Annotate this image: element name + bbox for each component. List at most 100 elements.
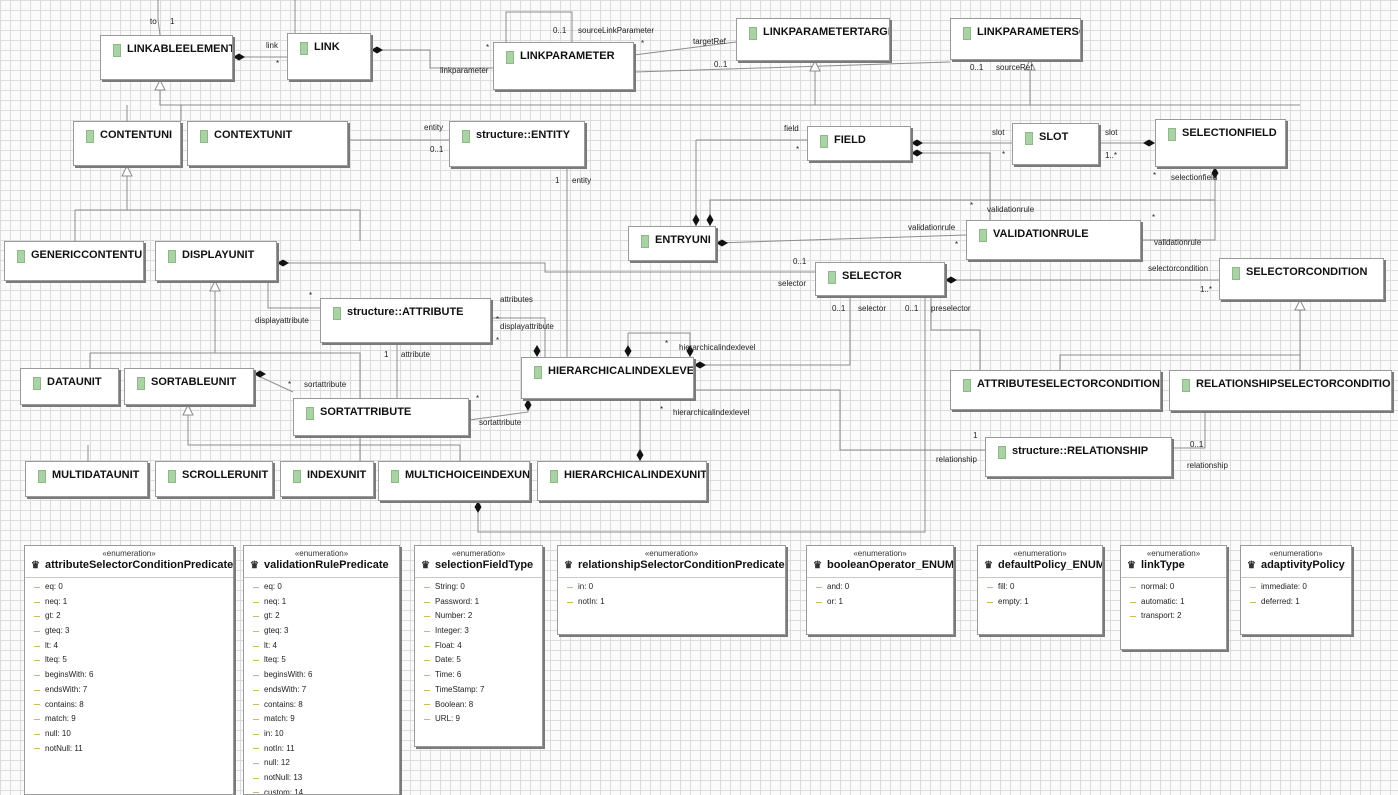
literal-marker — [253, 674, 259, 676]
association-line — [505, 11, 573, 42]
enum-literal: notNull: 13 — [253, 771, 399, 786]
literal-marker — [987, 601, 993, 603]
enum-divider — [1241, 577, 1351, 578]
class-slot[interactable]: SLOT — [1012, 123, 1099, 165]
composition-diamond — [233, 53, 245, 61]
class-icon — [137, 377, 145, 390]
enum-name: booleanOperator_ENUM — [826, 559, 954, 571]
enum-literal-text: neq: 1 — [264, 596, 287, 606]
enum-literal: TimeStamp: 7 — [424, 683, 542, 698]
class-hierarchicalindexlevel[interactable]: HIERARCHICALINDEXLEVEI — [521, 357, 694, 399]
class-indexunit[interactable]: INDEXUNIT — [280, 461, 374, 497]
class-field[interactable]: FIELD — [807, 126, 911, 161]
class-displayunit[interactable]: DISPLAYUNIT — [155, 241, 277, 281]
enum-divider — [558, 577, 785, 578]
class-multichoiceindexunit[interactable]: MULTICHOICEINDEXUNI — [378, 461, 530, 501]
literal-marker — [567, 586, 573, 588]
class-linkparametertarget[interactable]: LINKPARAMETERTARGE — [736, 18, 890, 61]
association-label: sourceRef — [996, 63, 1033, 72]
enum-literal-text: beginsWith: 6 — [264, 670, 313, 680]
class-entity[interactable]: structure::ENTITY — [449, 121, 585, 167]
class-selector[interactable]: SELECTOR — [815, 262, 945, 296]
class-attributeselectorcondition[interactable]: ATTRIBUTESELECTORCONDITION — [950, 370, 1161, 410]
class-name: FIELD — [834, 134, 866, 146]
enum-literal: match: 9 — [253, 712, 399, 727]
association-line — [277, 262, 815, 273]
association-line — [267, 281, 320, 309]
enum-literal: eq: 0 — [253, 580, 399, 595]
composition-diamond — [716, 239, 728, 247]
composition-diamond — [371, 46, 383, 54]
composition-diamond — [524, 399, 532, 411]
association-line — [1172, 411, 1206, 449]
class-scrollerunit[interactable]: SCROLLERUNIT — [155, 461, 273, 497]
association-label: linkparameter — [440, 66, 489, 75]
class-linkparameter[interactable]: LINKPARAMETER — [493, 42, 634, 90]
literal-marker — [253, 763, 259, 765]
class-selectionfield[interactable]: SELECTIONFIELD — [1155, 119, 1286, 167]
enumeration-icon: ♛ — [813, 559, 822, 571]
class-icon — [979, 229, 987, 242]
literal-marker — [1250, 601, 1256, 603]
literal-marker — [34, 704, 40, 706]
enumeration-icon: ♛ — [31, 559, 40, 571]
enum-stereotype: «enumeration» — [1269, 549, 1323, 558]
class-dataunit[interactable]: DATAUNIT — [20, 368, 119, 405]
class-icon — [462, 130, 470, 143]
class-relationshipselectorcondition[interactable]: RELATIONSHIPSELECTORCONDITIO — [1169, 370, 1392, 411]
literal-marker — [253, 704, 259, 706]
class-contentunit[interactable]: CONTENTUNI — [73, 121, 181, 166]
class-selectorcondition[interactable]: SELECTORCONDITION — [1219, 258, 1384, 300]
class-hierarchicalindexunit[interactable]: HIERARCHICALINDEXUNIT — [537, 461, 707, 501]
class-validationrule[interactable]: VALIDATIONRULE — [966, 220, 1141, 260]
class-sortableunit[interactable]: SORTABLEUNIT — [124, 368, 254, 405]
enum-divider — [25, 577, 233, 578]
class-sortattribute[interactable]: SORTATTRIBUTE — [293, 398, 469, 436]
enum-literal: Integer: 3 — [424, 624, 542, 639]
class-linkableelement[interactable]: LINKABLEELEMENT — [100, 35, 233, 80]
class-name: DATAUNIT — [47, 376, 102, 388]
class-genericcontentunit[interactable]: GENERICCONTENTUNI — [4, 241, 144, 281]
association-label: * — [641, 39, 644, 48]
enum-stereotype: «enumeration» — [1013, 549, 1067, 558]
association-line — [694, 389, 985, 451]
association-label: relationship — [1187, 461, 1228, 470]
enumeration-icon: ♛ — [1247, 559, 1256, 571]
association-line — [633, 61, 951, 73]
class-icon — [1232, 267, 1240, 280]
class-multidataunit[interactable]: MULTIDATAUNIT — [25, 461, 148, 497]
enum-name: adaptivityPolicy — [1260, 559, 1345, 571]
enum-attributeselectorconditionpredicate[interactable]: «enumeration»♛attributeSelectorCondition… — [24, 545, 234, 795]
class-icon — [38, 470, 46, 483]
literal-marker — [253, 689, 259, 691]
association-label: 1 — [555, 176, 560, 185]
association-label: 0..1 — [553, 26, 567, 35]
enum-relationshipselectorconditionpredicate[interactable]: «enumeration»♛relationshipSelectorCondit… — [557, 545, 786, 635]
class-contextunit[interactable]: CONTEXTUNIT — [187, 121, 348, 166]
class-name: LINKPARAMETERTARGE — [763, 26, 890, 38]
class-name: DISPLAYUNIT — [182, 249, 255, 261]
enum-literal-text: notNull: 13 — [264, 772, 303, 782]
class-icon — [550, 470, 558, 483]
enum-literal-text: match: 9 — [264, 714, 295, 724]
class-attribute[interactable]: structure::ATTRIBUTE — [320, 298, 491, 343]
class-link[interactable]: LINK — [287, 33, 371, 80]
class-relationship[interactable]: structure::RELATIONSHIP — [985, 437, 1172, 477]
enum-literal-text: String: 0 — [435, 582, 465, 591]
enum-literal-text: and: 0 — [827, 582, 850, 591]
association-label: 1 — [170, 17, 175, 26]
literal-marker — [34, 733, 40, 735]
class-entryunit[interactable]: ENTRYUNI — [628, 226, 716, 261]
enum-literal-text: Time: 6 — [435, 670, 462, 680]
enum-literal: neq: 1 — [253, 595, 399, 610]
literal-marker — [424, 616, 430, 618]
association-line — [477, 296, 926, 533]
class-linkparametersource[interactable]: LINKPARAMETERSOURCI — [950, 18, 1081, 60]
enum-literal-text: gteq: 3 — [264, 626, 289, 636]
